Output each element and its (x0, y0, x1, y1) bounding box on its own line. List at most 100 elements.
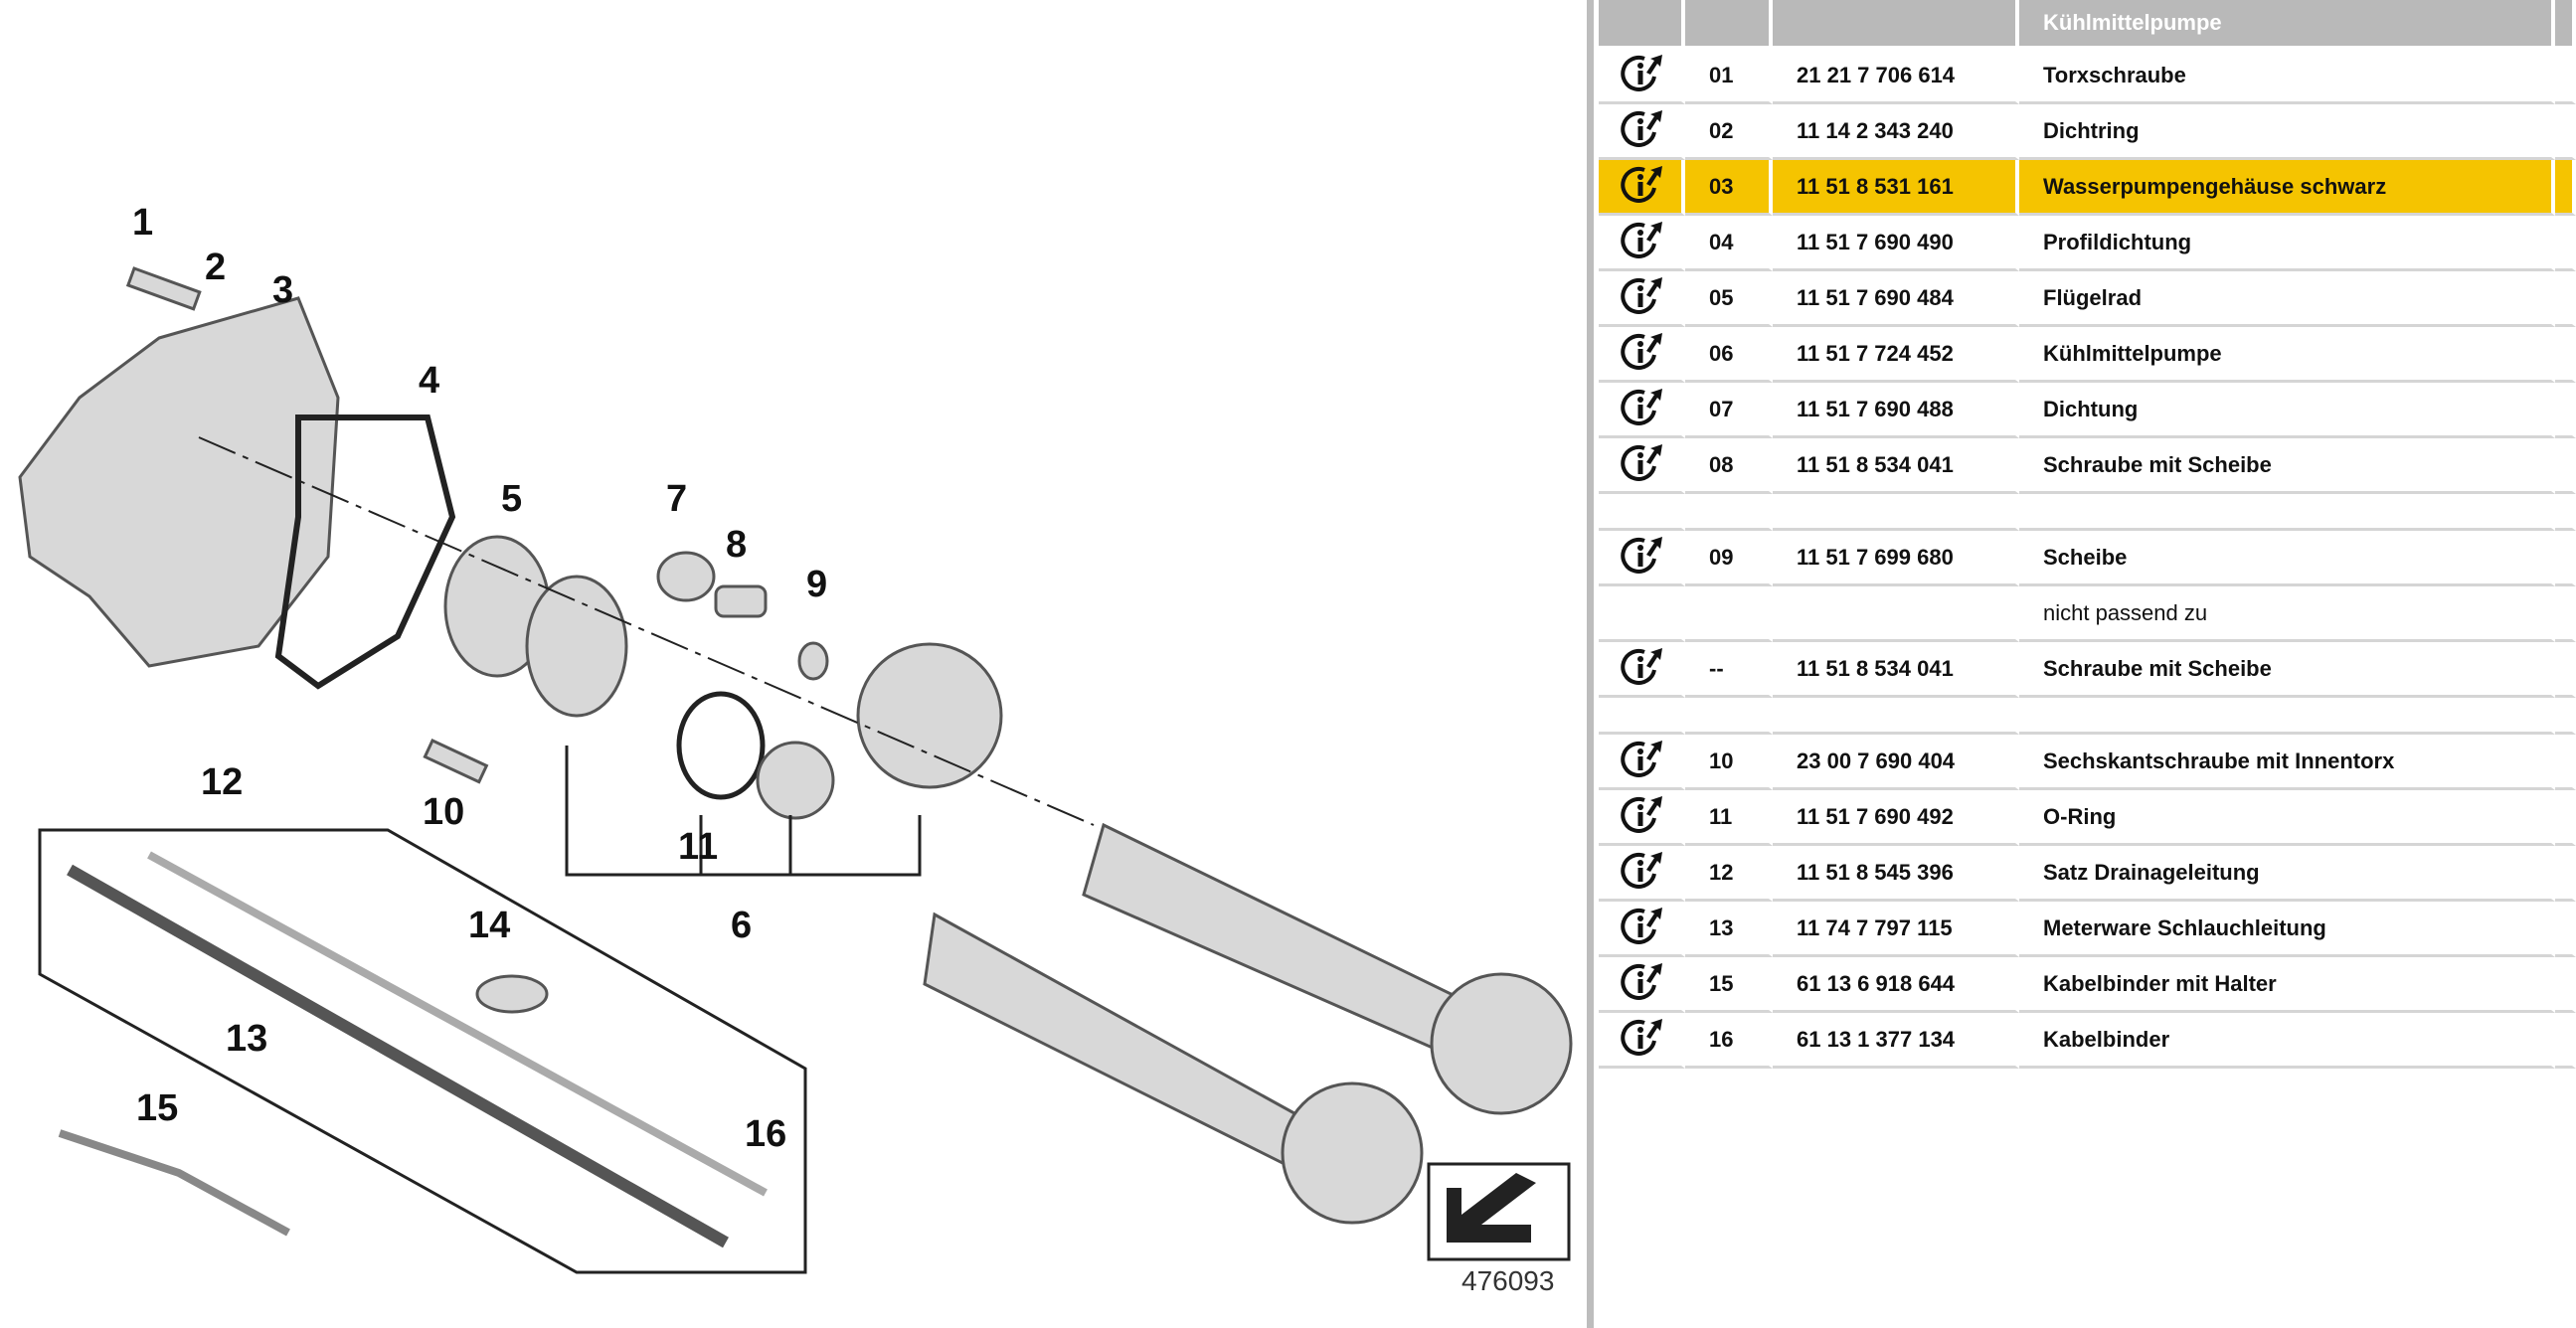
part-name-cell: Dichtung (2019, 383, 2555, 438)
part-name-cell: Schraube mit Scheibe (2019, 438, 2555, 494)
info-link-icon[interactable] (1599, 735, 1685, 790)
info-link-icon[interactable] (1599, 1013, 1685, 1069)
info-link-icon[interactable] (1599, 438, 1685, 494)
callout-7: 7 (666, 478, 687, 520)
pump-housing (18, 296, 340, 668)
bolt-10 (423, 739, 489, 784)
callout-14: 14 (468, 905, 510, 946)
header-title: Kühlmittelpumpe (2019, 0, 2555, 49)
cam-gear-upper (1430, 972, 1573, 1115)
position-cell: 05 (1685, 271, 1773, 327)
part-number-cell: 11 51 8 531 161 (1773, 160, 2019, 216)
large-gear (856, 642, 1003, 789)
part-number-cell: 11 51 8 534 041 (1773, 438, 2019, 494)
position-cell: 06 (1685, 327, 1773, 383)
cable-tie-holder (58, 1129, 290, 1237)
washer (797, 641, 829, 681)
part-number-cell: 11 51 7 690 488 (1773, 383, 2019, 438)
position-cell: 09 (1685, 531, 1773, 586)
pump-body (525, 575, 628, 718)
callouts: 1 2 3 4 5 6 7 8 9 10 11 12 13 14 15 16 (132, 202, 827, 1155)
callout-16: 16 (745, 1113, 786, 1155)
part-name-cell: Satz Drainageleitung (2019, 846, 2555, 902)
diagram-number: 476093 (1461, 1265, 1554, 1296)
part-number-cell: 61 13 1 377 134 (1773, 1013, 2019, 1069)
info-link-icon[interactable] (1599, 902, 1685, 957)
position-cell: 12 (1685, 846, 1773, 902)
position-cell: 07 (1685, 383, 1773, 438)
part-name-cell: Dichtring (2019, 104, 2555, 160)
position-cell: 02 (1685, 104, 1773, 160)
part-name-cell: Wasserpumpengehäuse schwarz (2019, 160, 2555, 216)
info-link-icon[interactable] (1599, 216, 1685, 271)
info-link-icon[interactable] (1599, 271, 1685, 327)
part-number-cell: 11 51 7 690 490 (1773, 216, 2019, 271)
part-drawings (18, 266, 1573, 1274)
part-name-cell: Profildichtung (2019, 216, 2555, 271)
callout-3: 3 (272, 269, 293, 311)
info-link-icon[interactable] (1599, 327, 1685, 383)
callout-11: 11 (678, 826, 718, 868)
position-cell: 15 (1685, 957, 1773, 1013)
callout-12: 12 (201, 761, 243, 803)
callout-4: 4 (419, 360, 439, 402)
part-number-cell: 11 51 7 690 484 (1773, 271, 2019, 327)
info-link-icon[interactable] (1599, 846, 1685, 902)
callout-5: 5 (501, 478, 522, 520)
position-cell: 04 (1685, 216, 1773, 271)
callout-1: 1 (132, 202, 153, 244)
part-number-cell: 11 51 7 724 452 (1773, 327, 2019, 383)
callout-6: 6 (731, 905, 752, 946)
small-gear (756, 741, 835, 820)
part-name-cell: Torxschraube (2019, 49, 2555, 104)
o-ring (676, 691, 766, 800)
spacer-row (1599, 698, 2576, 735)
info-link-icon[interactable] (1599, 957, 1685, 1013)
info-link-icon[interactable] (1599, 642, 1685, 698)
part-name-cell: Scheibe (2019, 531, 2555, 586)
part-number-cell: 11 74 7 797 115 (1773, 902, 2019, 957)
part-number-cell: 61 13 6 918 644 (1773, 957, 2019, 1013)
position-cell: 11 (1685, 790, 1773, 846)
info-link-icon[interactable] (1599, 160, 1685, 216)
part-name-cell: Sechskantschraube mit Innentorx (2019, 735, 2555, 790)
info-link-icon[interactable] (1599, 531, 1685, 586)
callout-15: 15 (136, 1087, 178, 1129)
position-cell: 13 (1685, 902, 1773, 957)
callout-9: 9 (806, 564, 827, 605)
part-number-cell: 11 51 8 545 396 (1773, 846, 2019, 902)
spacer-row (1599, 494, 2576, 531)
position-cell: 10 (1685, 735, 1773, 790)
panel-divider[interactable] (1587, 0, 1594, 1328)
info-link-icon[interactable] (1599, 104, 1685, 160)
callout-10: 10 (423, 791, 464, 833)
cam-gear-lower (1281, 1081, 1424, 1225)
info-link-icon[interactable] (1599, 49, 1685, 104)
info-link-icon[interactable] (1599, 790, 1685, 846)
seal-ring (656, 551, 716, 602)
view-direction-icon (1427, 1162, 1571, 1261)
info-link-icon[interactable] (1599, 383, 1685, 438)
callout-2: 2 (205, 247, 226, 288)
table-header: Kühlmittelpumpe (1599, 0, 2576, 49)
part-number-cell: 11 51 8 534 041 (1773, 642, 2019, 698)
axis-line (198, 436, 1095, 826)
part-name-cell: Kabelbinder (2019, 1013, 2555, 1069)
bolt-1 (125, 266, 202, 311)
